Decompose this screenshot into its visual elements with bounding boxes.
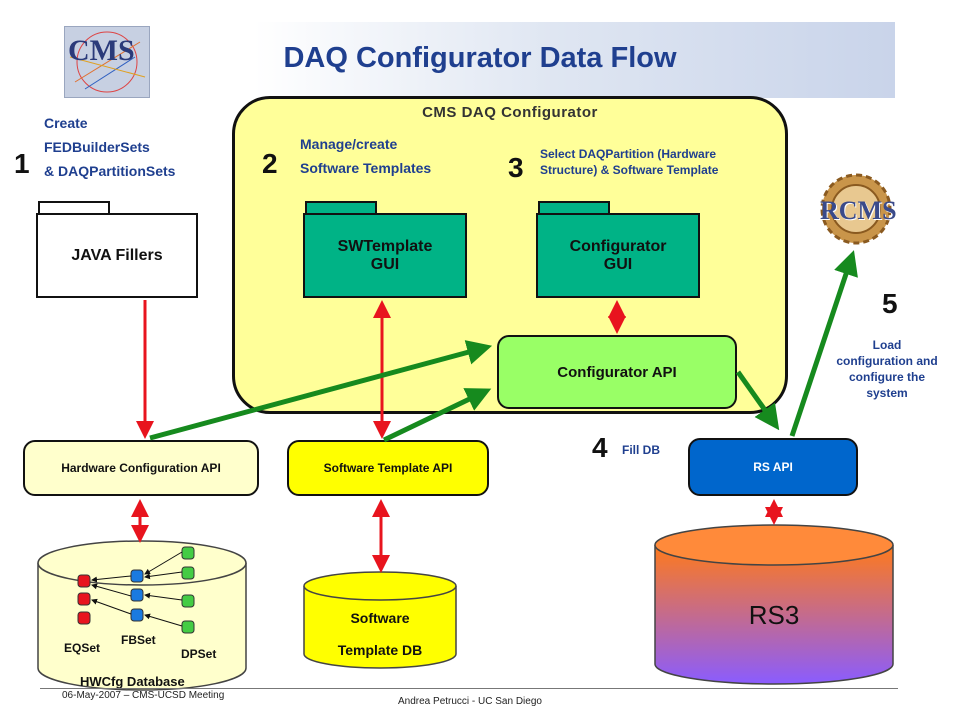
configurator-gui-tab <box>538 201 610 214</box>
footer-center: Andrea Petrucci - UC San Diego <box>398 696 542 707</box>
configurator-gui-box[interactable]: Configurator GUI <box>536 213 700 298</box>
step-5-number: 5 <box>882 288 898 319</box>
step-1-number: 1 <box>14 148 30 179</box>
step-1-label: Create FEDBuilderSets & DAQPartitionSets <box>44 111 175 183</box>
step-2-line: Manage/create <box>300 136 398 152</box>
step-3-line: Structure) & Software Template <box>540 163 719 177</box>
rcms-logo <box>820 173 892 245</box>
swtemplate-gui-box[interactable]: SWTemplate GUI <box>303 213 467 298</box>
rcms-logo-text: RCMS <box>820 196 897 225</box>
hw-config-api-box: Hardware Configuration API <box>23 440 259 496</box>
step-4-number: 4 <box>592 432 608 463</box>
set-link-arrows <box>91 551 183 627</box>
swtemplate-gui-line: GUI <box>370 255 400 273</box>
hwcfg-database-label: HWCfg Database <box>80 674 185 689</box>
green-arrows <box>149 250 858 443</box>
swtemplate-gui-line: SWTemplate <box>337 237 433 255</box>
configurator-gui-line: GUI <box>603 255 633 273</box>
software-template-db-label: Software Template DB <box>304 602 456 666</box>
step-1-line: FEDBuilderSets <box>44 139 150 155</box>
step-5-line: Load <box>872 338 902 352</box>
step-3-line: Select DAQPartition (Hardware <box>540 147 717 161</box>
step-5-line: system <box>866 386 908 400</box>
java-fillers-box: JAVA Fillers <box>36 213 198 298</box>
configurator-api-box: Configurator API <box>497 335 737 409</box>
eqset-cylinders <box>77 574 91 625</box>
java-fillers-tab <box>38 201 110 214</box>
red-arrows <box>131 300 783 573</box>
dpset-label: DPSet <box>181 647 217 661</box>
software-template-db <box>303 571 457 669</box>
step-5-label: Load configuration and configure the sys… <box>812 337 960 401</box>
fbset-label: FBSet <box>121 633 156 647</box>
configurator-container-title: CMS DAQ Configurator <box>422 104 598 121</box>
page-title: DAQ Configurator Data Flow <box>283 42 677 74</box>
swtemplate-gui-tab <box>305 201 377 214</box>
step-5-line: configure the <box>848 370 925 384</box>
step-1-line: Create <box>44 115 88 131</box>
footer-divider <box>40 688 898 689</box>
step-1-line: & DAQPartitionSets <box>44 163 176 179</box>
fbset-cylinders <box>130 569 144 622</box>
dpset-cylinders <box>181 546 195 634</box>
step-3-label: Select DAQPartition (Hardware Structure)… <box>540 146 718 178</box>
software-template-db-line: Software <box>350 610 410 626</box>
configurator-gui-line: Configurator <box>569 237 667 255</box>
cms-logo <box>64 26 150 98</box>
rs3-database <box>654 524 894 685</box>
cms-logo-graphic <box>69 31 146 93</box>
sw-template-api-box: Software Template API <box>287 440 489 496</box>
step-4-label: Fill DB <box>622 443 660 457</box>
eqset-label: EQSet <box>64 641 101 655</box>
step-2-label: Manage/create Software Templates <box>300 132 431 180</box>
cms-logo-text: CMS <box>68 34 135 67</box>
title-bar <box>40 22 895 98</box>
step-3-number: 3 <box>508 152 524 183</box>
step-2-number: 2 <box>262 148 278 179</box>
footer-left: 06-May-2007 – CMS-UCSD Meeting <box>62 690 225 701</box>
rs3-label: RS3 <box>748 600 800 630</box>
software-template-db-line: Template DB <box>337 642 423 658</box>
step-2-line: Software Templates <box>300 160 432 176</box>
step-5-line: configuration and <box>836 354 938 368</box>
rs-api-box: RS API <box>688 438 858 496</box>
